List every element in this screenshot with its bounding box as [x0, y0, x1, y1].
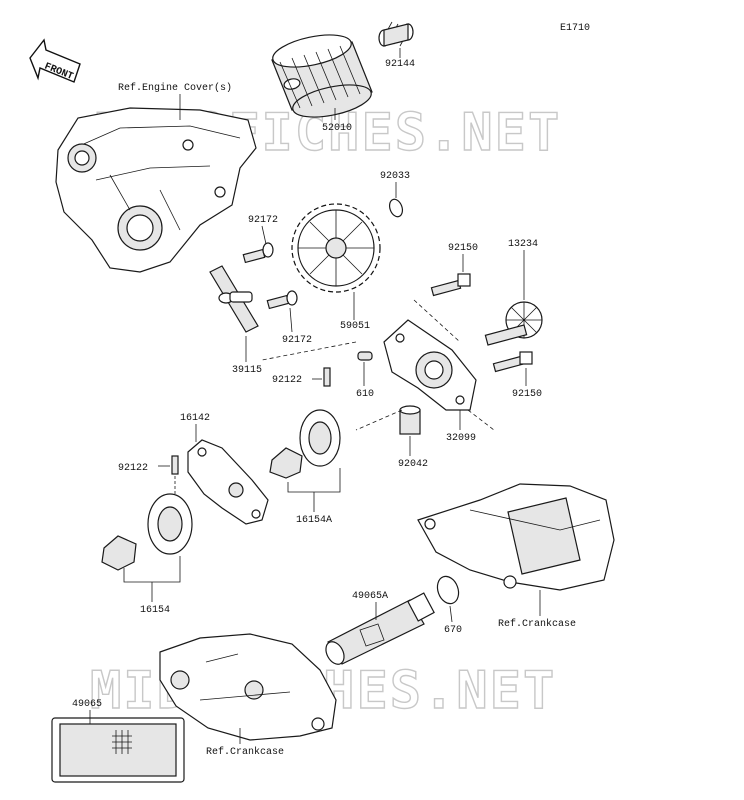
- bolt-92172-upper: [242, 242, 274, 264]
- crankcase-lower: [159, 633, 337, 741]
- rotor-16154-outer: [147, 493, 193, 555]
- part-13234-label: 13234: [508, 239, 538, 250]
- part-16154a-label: 16154A: [296, 515, 332, 526]
- front-arrow-icon: FRONT: [29, 38, 81, 83]
- rotor-16154a-outer: [299, 409, 341, 467]
- bolt-92172-lower: [266, 290, 298, 310]
- pin-92122-upper: [323, 367, 331, 387]
- pin-92122-lower: [171, 455, 179, 475]
- rotor-16154a-inner: [269, 447, 303, 479]
- ref-crankcase-upper-label: Ref.Crankcase: [498, 618, 576, 630]
- diagram-id: E1710: [560, 23, 590, 34]
- rotor-16154-inner: [101, 535, 137, 571]
- part-92122-lower-label: 92122: [118, 463, 148, 474]
- o-ring-670: [436, 575, 460, 605]
- part-92033-label: 92033: [380, 171, 410, 182]
- part-92172-upper-label: 92172: [248, 215, 278, 226]
- collar-92042: [399, 405, 421, 435]
- part-92150-upper-label: 92150: [448, 243, 478, 254]
- part-52010-label: 52010: [322, 123, 352, 134]
- shaft-gear-13234: [484, 301, 543, 346]
- crankcase-right: [417, 483, 615, 591]
- part-92144-label: 92144: [385, 59, 415, 70]
- pin-610: [357, 351, 373, 361]
- strainer-49065a: [325, 592, 435, 665]
- oil-filter: [271, 34, 373, 118]
- part-92172-lower-label: 92172: [282, 335, 312, 346]
- part-49065a-label: 49065A: [352, 591, 388, 602]
- part-92150-lower-label: 92150: [512, 389, 542, 400]
- plate-16142: [187, 439, 269, 525]
- part-92042-label: 92042: [398, 459, 428, 470]
- part-16154-label: 16154: [140, 605, 170, 616]
- engine-cover: [55, 107, 257, 273]
- ref-crankcase-lower-label: Ref.Crankcase: [206, 746, 284, 758]
- bolt-92150-lower: [492, 351, 533, 373]
- bolt-92150-upper: [430, 273, 471, 297]
- part-49065-label: 49065: [72, 699, 102, 710]
- part-610-label: 610: [356, 389, 374, 400]
- plate-39115: [209, 265, 259, 333]
- screen-49065: [51, 717, 185, 783]
- spring-92144: [378, 21, 414, 47]
- ref-engine-cover-label: Ref.Engine Cover(s): [118, 82, 232, 94]
- part-39115-label: 39115: [232, 365, 262, 376]
- part-32099-label: 32099: [446, 433, 476, 444]
- snap-ring-92033: [388, 198, 404, 218]
- gear-59051: [291, 203, 381, 293]
- part-16142-label: 16142: [180, 413, 210, 424]
- pump-body-32099: [383, 319, 477, 411]
- part-92122-upper-label: 92122: [272, 375, 302, 386]
- part-670-label: 670: [444, 625, 462, 636]
- part-59051-label: 59051: [340, 321, 370, 332]
